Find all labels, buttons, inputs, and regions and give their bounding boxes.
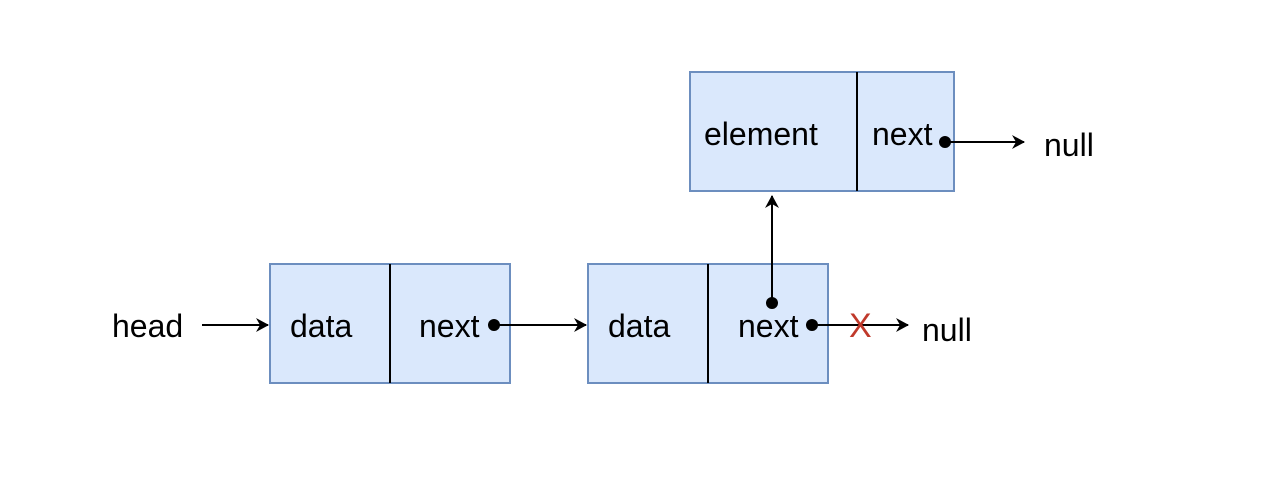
new-null-label: null: [1044, 127, 1094, 163]
node-2-next-label: next: [738, 308, 799, 344]
new-node-next-label: next: [872, 116, 933, 152]
list-node-2[interactable]: data next: [587, 263, 829, 384]
head-label: head: [112, 308, 183, 344]
node-2-data-label: data: [608, 308, 670, 344]
new-node-element-label: element: [704, 116, 818, 152]
removed-link-x-mark: X: [849, 307, 872, 345]
node-1-next-label: next: [419, 308, 480, 344]
old-null-label: null: [922, 312, 972, 348]
new-node-box: [689, 71, 955, 192]
node-2-right-pointer-dot: [806, 319, 818, 331]
list-node-1[interactable]: data next: [269, 263, 511, 384]
node-1-data-label: data: [290, 308, 352, 344]
new-node[interactable]: element next: [689, 71, 955, 192]
node-2-up-pointer-dot: [766, 297, 778, 309]
